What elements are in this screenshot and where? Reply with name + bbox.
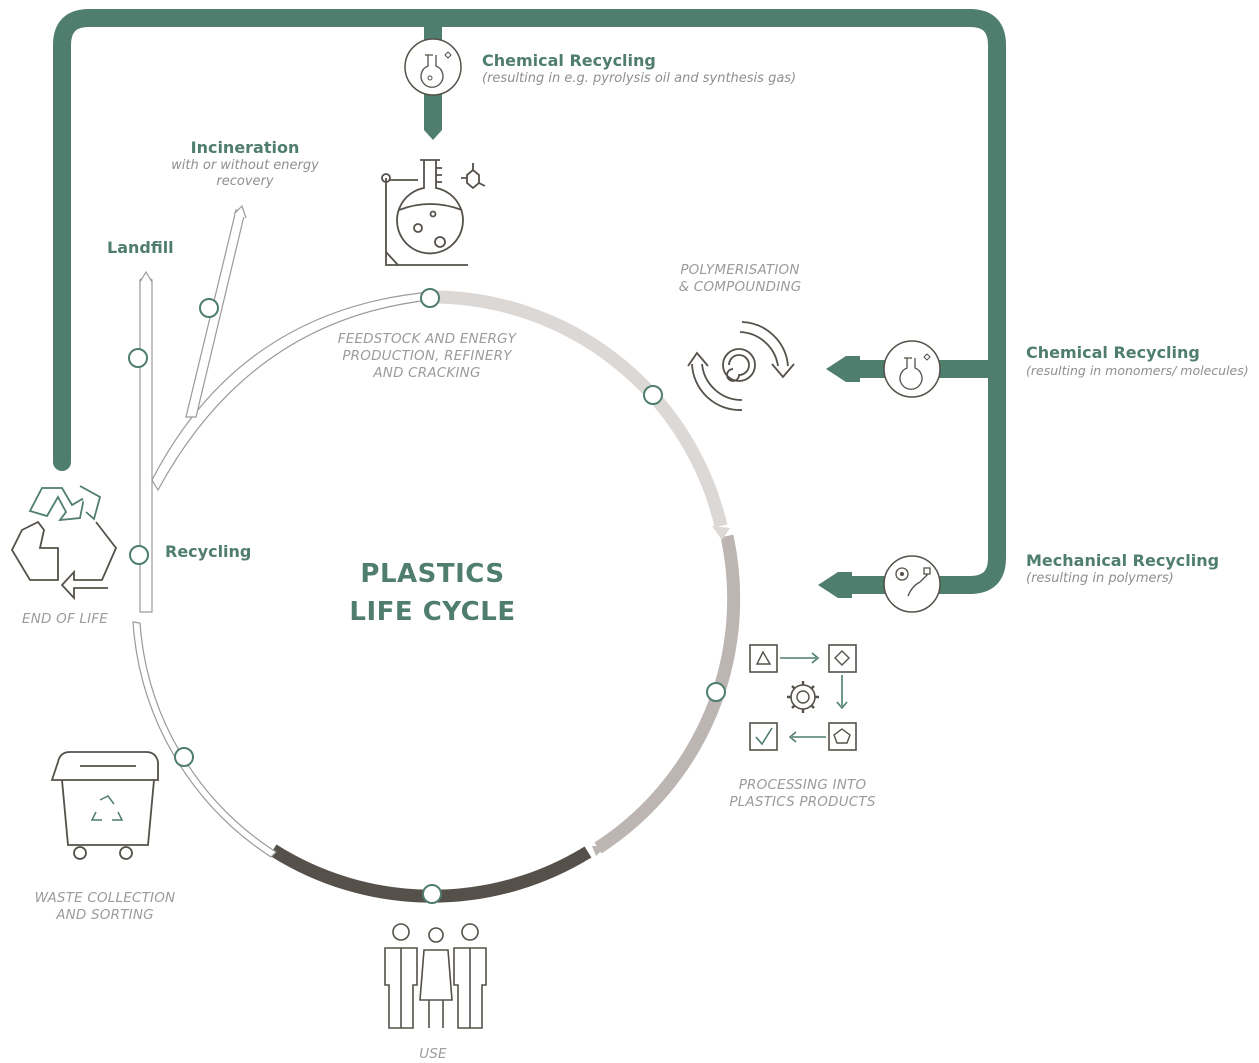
stage-waste-line2: AND SORTING [56, 907, 154, 923]
mechanical-recycling-title: Mechanical Recycling [1026, 551, 1220, 570]
chemical-recycling-right-title: Chemical Recycling [1026, 343, 1200, 362]
dot-processing [706, 682, 726, 702]
dot-incineration [199, 298, 219, 318]
chemical-right-arrow-head [826, 356, 860, 382]
stage-end-of-life-line1: END OF LIFE [22, 611, 108, 627]
stage-waste-label: WASTE COLLECTION AND SORTING [10, 890, 200, 924]
landfill-title: Landfill [107, 238, 174, 257]
stage-use-label: USE [393, 1046, 473, 1063]
stage-feedstock-line2: PRODUCTION, REFINERY [342, 348, 512, 364]
mechanical-recycling-badge-icon [883, 555, 941, 613]
process-flow-icon [749, 644, 857, 751]
stage-feedstock-line3: AND CRACKING [373, 365, 481, 381]
ring-tip-2 [592, 846, 606, 856]
stage-dots [128, 288, 726, 904]
incineration-title: Incineration [190, 138, 300, 157]
center-title-line2: LIFE CYCLE [349, 597, 516, 627]
stage-polymerisation-label: POLYMERISATION & COMPOUNDING [650, 262, 830, 296]
people-icon [384, 923, 487, 1029]
incineration-line1: with or without energy [171, 158, 319, 173]
dot-waste [174, 747, 194, 767]
recycle-icon [10, 485, 118, 601]
chemical-recycling-badge-icon [404, 38, 462, 96]
flask-icon [381, 159, 486, 266]
ring-tip-1 [712, 526, 730, 540]
mechanical-recycling-subtitle: (resulting in polymers) [1026, 571, 1174, 586]
stage-feedstock-line1: FEEDSTOCK AND ENERGY [337, 331, 517, 347]
chemical-top-arrow-head [424, 112, 442, 140]
dot-use [422, 884, 442, 904]
spiral-arrows-icon [687, 321, 795, 411]
ring-segment-feedstock [431, 290, 728, 528]
chemical-recycling-top-subtitle: (resulting in e.g. pyrolysis oil and syn… [482, 71, 797, 86]
dot-polymerisation [643, 385, 663, 405]
stage-end-of-life-label: END OF LIFE [5, 611, 125, 628]
stage-processing-label: PROCESSING INTO PLASTICS PRODUCTS [705, 777, 900, 811]
stage-polymerisation-line2: & COMPOUNDING [678, 279, 802, 295]
dot-feedstock [420, 288, 440, 308]
incineration-line2: recovery [216, 174, 274, 189]
stage-processing-line1: PROCESSING INTO [738, 777, 867, 793]
stage-feedstock-label: FEEDSTOCK AND ENERGY PRODUCTION, REFINER… [312, 331, 542, 382]
stage-polymerisation-line1: POLYMERISATION [680, 262, 800, 278]
center-title-line1: PLASTICS [360, 559, 505, 589]
green-return-loop [53, 9, 1006, 594]
stage-use-line1: USE [419, 1046, 447, 1062]
chemical-recycling-top-title: Chemical Recycling [482, 51, 656, 70]
chemical-recycling-right-subtitle: (resulting in monomers/ molecules) [1026, 363, 1249, 378]
mechanical-arrow-head [818, 572, 852, 598]
dot-recycling [129, 545, 149, 565]
stage-waste-line1: WASTE COLLECTION [34, 890, 176, 906]
stage-processing-line2: PLASTICS PRODUCTS [729, 794, 876, 810]
landfill-arrow-tip [139, 270, 153, 283]
ring-segment-processing [594, 534, 741, 854]
dot-landfill [128, 348, 148, 368]
chemical-recycling-right-badge-icon [883, 340, 941, 398]
waste-bin-icon [50, 751, 159, 860]
recycling-title: Recycling [165, 542, 252, 561]
center-title: PLASTICS LIFE CYCLE [330, 555, 535, 631]
incineration-arrow-tip [233, 204, 247, 219]
